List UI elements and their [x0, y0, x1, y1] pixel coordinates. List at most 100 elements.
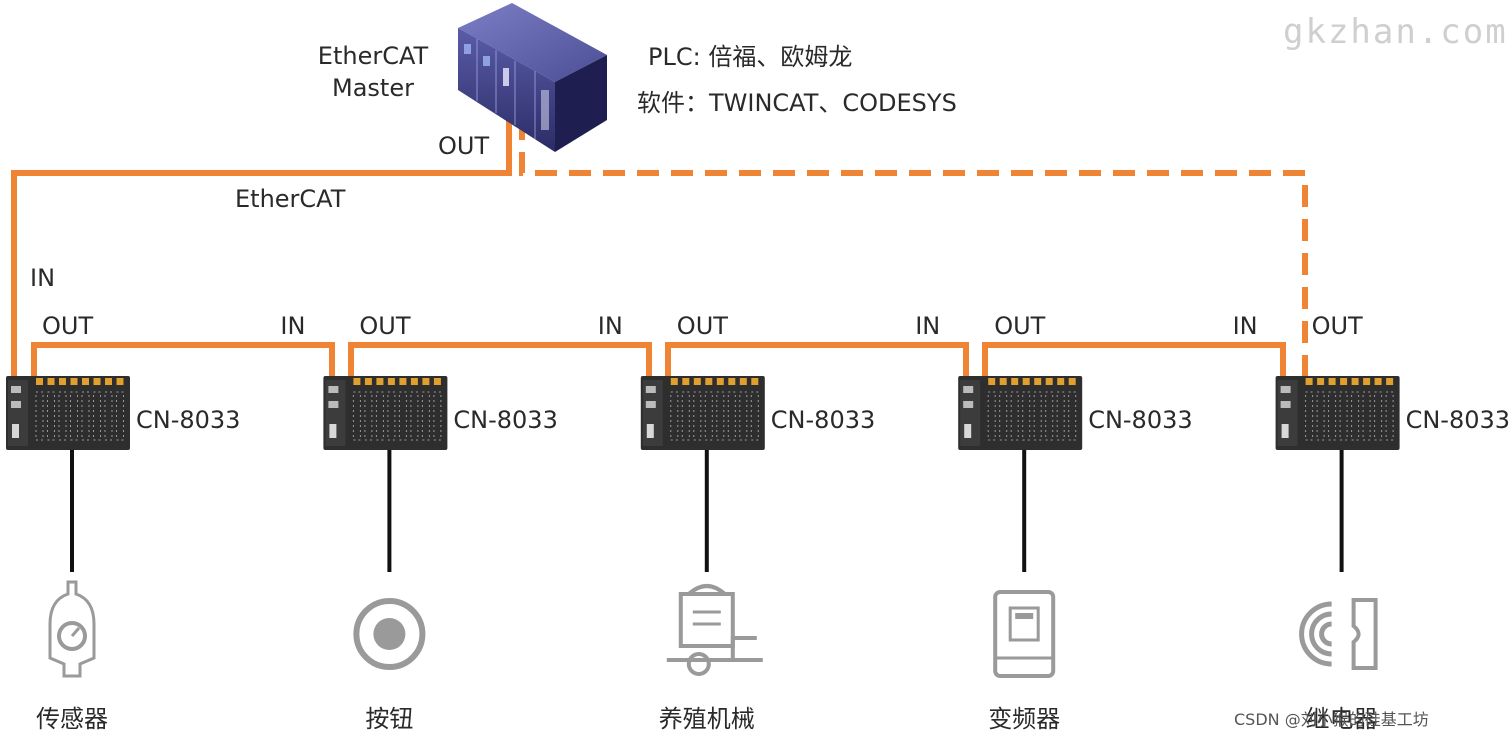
- module-io-slot: [670, 391, 679, 441]
- module-terminal: [1340, 378, 1348, 385]
- module-body: [958, 376, 1083, 450]
- return-cable-dashed: [519, 118, 1308, 405]
- module-terminal: [716, 378, 724, 385]
- module-io-slot: [739, 391, 748, 441]
- inverter-case: [993, 590, 1056, 678]
- button-cap: [373, 618, 406, 650]
- module-io-slot: [1010, 391, 1019, 441]
- module-terminal: [399, 378, 407, 385]
- module-port-out: [328, 401, 339, 408]
- module-io-slot: [693, 391, 702, 441]
- relay-icon: [1299, 598, 1378, 670]
- module-io-slot: [1316, 391, 1325, 441]
- module-model-label: CN-8033: [770, 406, 876, 434]
- module-terminal: [410, 378, 418, 385]
- module-status-led: [964, 424, 972, 438]
- module-io-slot: [1305, 391, 1314, 441]
- module-io-slot: [1362, 391, 1371, 441]
- module-port-out: [645, 401, 656, 408]
- module-terminal: [1351, 378, 1359, 385]
- first-module-in-label: IN: [30, 264, 56, 292]
- machine-lid: [687, 584, 727, 596]
- module-out-label: OUT: [1311, 312, 1363, 340]
- sensor-icon: [48, 580, 96, 678]
- machine-wheel: [686, 652, 711, 676]
- module-io-slot: [70, 391, 78, 441]
- device-label: 按钮: [365, 705, 414, 733]
- module-port-in: [328, 386, 339, 393]
- module-io-slot: [375, 391, 384, 441]
- module-terminal: [999, 378, 1007, 385]
- relay-wave-2: [1309, 611, 1332, 657]
- module-io-slot: [750, 391, 759, 441]
- module-terminal: [1045, 378, 1053, 385]
- relay-wave-1: [1319, 621, 1332, 647]
- module-terminal: [1305, 378, 1313, 385]
- module-status-led: [1281, 424, 1289, 438]
- sensor-needle: [70, 627, 81, 637]
- module-terminal: [1328, 378, 1336, 385]
- io-module-5: [1275, 376, 1400, 572]
- module-terminal: [116, 378, 124, 385]
- module-port-out: [1280, 401, 1291, 408]
- module-status-led: [646, 424, 654, 438]
- module-io-slot: [1339, 391, 1348, 441]
- plc-vendors-text: PLC: 倍福、欧姆龙: [648, 43, 853, 71]
- module-io-slot: [1385, 391, 1394, 441]
- module-terminal: [70, 378, 78, 385]
- module-body: [6, 376, 130, 450]
- module-io-slot: [116, 391, 124, 441]
- module-out-label: OUT: [42, 312, 94, 340]
- module-io-slot: [1328, 391, 1337, 441]
- module-terminal: [59, 378, 66, 385]
- module-in-label: IN: [280, 312, 306, 340]
- module-terminal: [1057, 378, 1065, 385]
- relay-wave-3: [1299, 601, 1332, 667]
- module-terminal: [387, 378, 395, 385]
- module-terminal: [93, 378, 101, 385]
- master-out-cable: [11, 118, 512, 407]
- module-out-label: OUT: [676, 312, 728, 340]
- module-in-label: IN: [915, 312, 941, 340]
- module-model-label: CN-8033: [1405, 406, 1510, 434]
- module-terminal: [739, 378, 747, 385]
- module-status-led: [12, 424, 19, 438]
- machine-frame: [666, 636, 763, 662]
- module-terminal: [988, 378, 996, 385]
- module-io-slot: [410, 391, 419, 441]
- software-text: 软件：TWINCAT、CODESYS: [637, 89, 957, 117]
- farm-machine-icon: [666, 584, 763, 676]
- module-body: [323, 376, 448, 450]
- io-module-2: [323, 376, 448, 572]
- sensor-body: [48, 580, 96, 678]
- module-terminal: [364, 378, 372, 385]
- device-label: 养殖机械: [658, 705, 755, 733]
- module-model-label: CN-8033: [453, 406, 558, 434]
- module-io-slot: [1068, 391, 1077, 441]
- module-io-slot: [35, 391, 44, 441]
- field-devices-layer: [48, 580, 1378, 678]
- io-module-4: [958, 376, 1083, 572]
- io-modules-layer: [6, 376, 1400, 572]
- device-label: 传感器: [36, 705, 108, 733]
- module-terminal: [670, 378, 678, 385]
- module-out-label: OUT: [994, 312, 1046, 340]
- module-port-in: [1280, 386, 1291, 393]
- module-io-slot: [421, 391, 430, 441]
- module-out-label: OUT: [359, 312, 411, 340]
- module-io-slot: [433, 391, 442, 441]
- button-ring: [353, 598, 426, 670]
- module-port-in: [645, 386, 656, 393]
- inverter-display: [1015, 613, 1034, 619]
- module-model-label: CN-8033: [136, 406, 241, 434]
- module-terminal: [728, 378, 736, 385]
- footer-credit: CSDN @刘小猴的硅基工坊: [1234, 710, 1429, 729]
- master-out-label: OUT: [438, 132, 490, 160]
- button-icon: [353, 598, 426, 670]
- module-terminal: [1034, 378, 1042, 385]
- module-io-slot: [704, 391, 713, 441]
- module-io-slot: [1045, 391, 1054, 441]
- module-io-slot: [727, 391, 736, 441]
- module-terminal: [422, 378, 430, 385]
- plc-master-icon: [458, 3, 607, 152]
